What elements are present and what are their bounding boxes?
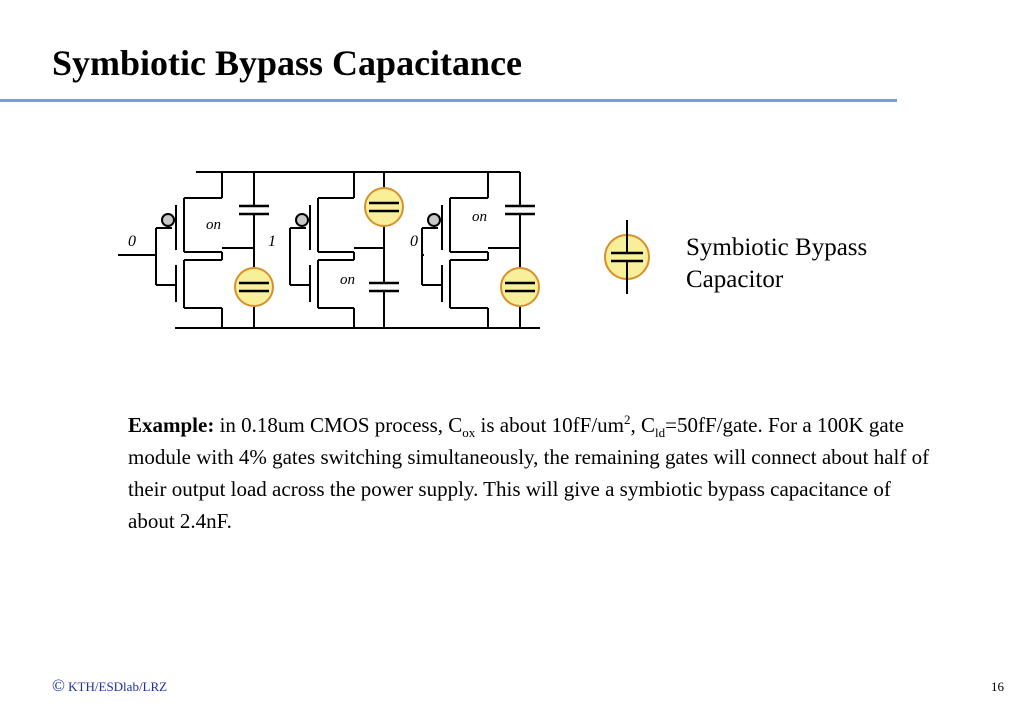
title-rule <box>0 99 897 102</box>
input-label-3: 0 <box>410 233 418 250</box>
symbiotic-cap-highlight-2 <box>364 187 404 227</box>
input-label-1: 0 <box>128 233 136 250</box>
on-label-2: on <box>340 272 355 288</box>
sup-2: 2 <box>624 412 631 427</box>
on-label-3: on <box>472 209 487 225</box>
example-text-4: =50fF/gate. <box>665 413 763 437</box>
circuit-marks <box>161 187 650 307</box>
page-number: 16 <box>991 679 1004 694</box>
legend-line-1: Symbiotic Bypass <box>686 234 868 261</box>
example-text-rest: For a 100K gate module with 4% gates swi… <box>128 413 930 533</box>
pmos-bubble-3 <box>427 213 441 227</box>
copyright-icon: © <box>52 676 65 695</box>
example-lead: Example: <box>128 413 215 437</box>
slide-title: Symbiotic Bypass Capacitance <box>52 43 523 83</box>
legend-line-2: Capacitor <box>686 266 784 293</box>
example-paragraph: Example: in 0.18um CMOS process, Cox is … <box>128 409 938 537</box>
example-text-1: in 0.18um CMOS process, C <box>214 413 463 437</box>
footer-text: KTH/ESDlab/LRZ <box>64 679 168 694</box>
circuit-wires <box>118 171 540 329</box>
example-text-2: is about 10fF/um <box>475 413 625 437</box>
sub-ld: ld <box>655 425 666 441</box>
symbiotic-cap-highlight-3 <box>500 267 540 307</box>
footer-copyright: © KTH/ESDlab/LRZ <box>52 676 167 696</box>
on-label-1: on <box>206 217 221 233</box>
sub-ox: ox <box>462 425 476 441</box>
pmos-bubble-1 <box>161 213 175 227</box>
symbiotic-cap-highlight-1 <box>234 267 274 307</box>
input-label-2: 1 <box>268 233 276 250</box>
pmos-bubble-2 <box>295 213 309 227</box>
example-text-3: , C <box>630 413 656 437</box>
legend-label: Symbiotic Bypass Capacitor <box>686 232 867 296</box>
